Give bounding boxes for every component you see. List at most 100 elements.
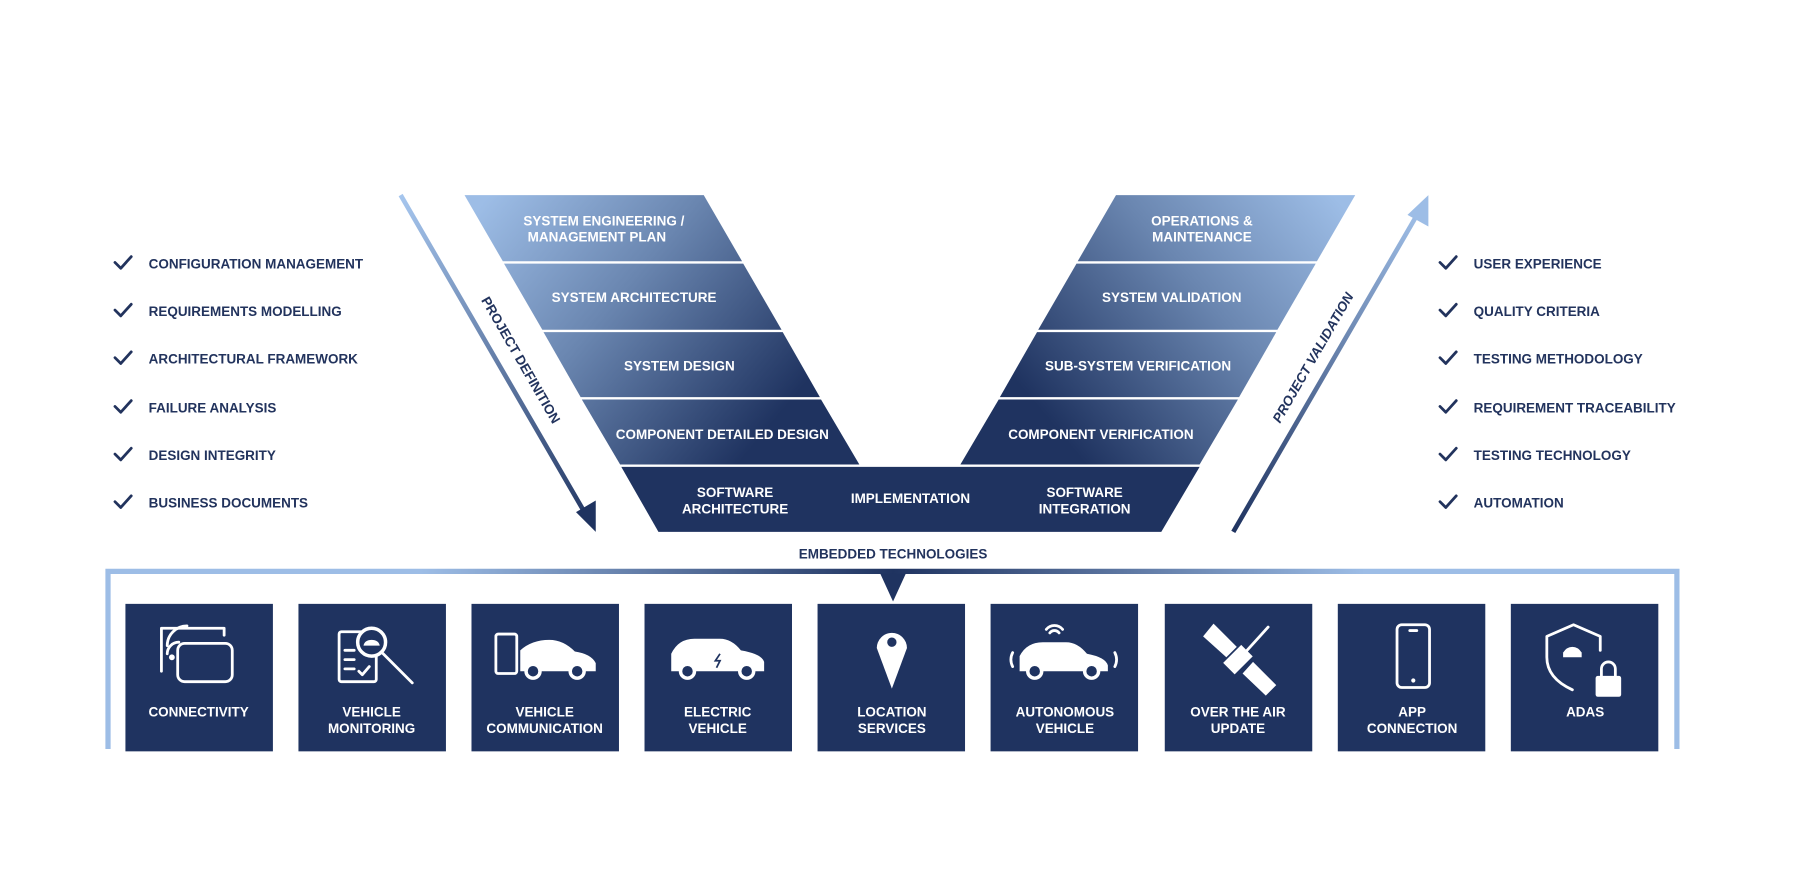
svg-text:VEHICLE: VEHICLE [515, 705, 573, 720]
svg-text:DESIGN INTEGRITY: DESIGN INTEGRITY [149, 448, 276, 463]
check-icon [113, 494, 133, 509]
arrowhead-icon [576, 500, 596, 532]
connectivity-icon [160, 624, 234, 684]
tile-over-the-air-update[interactable]: OVER THE AIR UPDATE [1164, 603, 1313, 752]
svg-text:CONNECTIVITY: CONNECTIVITY [148, 705, 248, 720]
phase-system-engineering [464, 195, 743, 262]
tile-app-connection[interactable]: APP CONNECTION [1337, 603, 1486, 752]
phase-system-architecture [504, 263, 782, 330]
svg-text:SERVICES: SERVICES [858, 721, 926, 736]
phase-sub-system-verification [999, 332, 1277, 398]
autonomous-vehicle-icon [1009, 624, 1118, 680]
embedded-tiles: CONNECTIVITY VEHICLE MONITORING [125, 603, 1659, 752]
satellite-icon [1203, 623, 1277, 696]
svg-text:APP: APP [1398, 705, 1426, 720]
v-left-phases: SYSTEM ENGINEERING / MANAGEMENT PLAN SYS… [464, 195, 860, 465]
svg-text:SOFTWARE: SOFTWARE [697, 485, 773, 500]
tile-location-services[interactable]: LOCATION SERVICES [817, 603, 966, 752]
svg-text:USER EXPERIENCE: USER EXPERIENCE [1474, 256, 1602, 271]
checklist-item: ARCHITECTURAL FRAMEWORK [113, 350, 359, 366]
shield-lock-icon [1545, 623, 1622, 697]
checklist-item: DESIGN INTEGRITY [113, 446, 276, 463]
svg-text:SYSTEM ARCHITECTURE: SYSTEM ARCHITECTURE [552, 290, 717, 305]
svg-text:REQUIREMENTS MODELLING: REQUIREMENTS MODELLING [149, 304, 342, 319]
checklist-item: REQUIREMENTS MODELLING [113, 302, 342, 319]
right-checklist: USER EXPERIENCE QUALITY CRITERIA TESTING… [1438, 255, 1676, 510]
checklist-item: REQUIREMENT TRACEABILITY [1438, 399, 1676, 415]
svg-text:SYSTEM DESIGN: SYSTEM DESIGN [624, 358, 735, 373]
vehicle-communication-icon [494, 632, 596, 680]
checklist-item: QUALITY CRITERIA [1438, 302, 1600, 319]
embedded-technologies-bracket: EMBEDDED TECHNOLOGIES [105, 547, 1680, 750]
svg-text:QUALITY CRITERIA: QUALITY CRITERIA [1474, 304, 1600, 319]
check-icon [1438, 350, 1458, 365]
svg-text:BUSINESS DOCUMENTS: BUSINESS DOCUMENTS [149, 495, 308, 510]
svg-text:IMPLEMENTATION: IMPLEMENTATION [851, 491, 970, 506]
svg-text:ARCHITECTURE: ARCHITECTURE [682, 501, 788, 516]
svg-text:VEHICLE: VEHICLE [1036, 721, 1094, 736]
svg-text:ELECTRIC: ELECTRIC [684, 705, 752, 720]
svg-text:SYSTEM VALIDATION: SYSTEM VALIDATION [1102, 290, 1241, 305]
tile-vehicle-monitoring[interactable]: VEHICLE MONITORING [298, 603, 446, 752]
tile-adas[interactable]: ADAS [1510, 603, 1659, 752]
svg-text:SOFTWARE: SOFTWARE [1046, 485, 1122, 500]
vehicle-monitoring-icon [337, 626, 414, 685]
svg-text:COMMUNICATION: COMMUNICATION [486, 721, 602, 736]
phase-component-verification [960, 399, 1238, 465]
svg-text:SUB-SYSTEM VERIFICATION: SUB-SYSTEM VERIFICATION [1045, 358, 1231, 373]
check-icon [113, 302, 133, 318]
svg-text:SYSTEM ENGINEERING /: SYSTEM ENGINEERING / [523, 213, 684, 228]
svg-text:INTEGRATION: INTEGRATION [1039, 501, 1131, 516]
svg-text:VEHICLE: VEHICLE [342, 705, 400, 720]
phase-system-design [543, 332, 820, 398]
checklist-item: TESTING TECHNOLOGY [1438, 446, 1631, 463]
svg-text:REQUIREMENT TRACEABILITY: REQUIREMENT TRACEABILITY [1474, 400, 1676, 415]
arrowhead-icon [1407, 195, 1429, 227]
electric-vehicle-icon [671, 638, 765, 680]
tile-autonomous-vehicle[interactable]: AUTONOMOUS VEHICLE [990, 603, 1139, 752]
svg-text:TESTING METHODOLOGY: TESTING METHODOLOGY [1474, 351, 1643, 366]
smartphone-icon [1395, 623, 1431, 689]
check-icon [1438, 302, 1458, 318]
check-icon [1438, 399, 1458, 414]
svg-text:AUTONOMOUS: AUTONOMOUS [1016, 705, 1115, 720]
svg-text:OVER THE AIR: OVER THE AIR [1190, 705, 1286, 720]
svg-text:OPERATIONS &: OPERATIONS & [1151, 213, 1253, 228]
tile-connectivity[interactable]: CONNECTIVITY [125, 603, 273, 752]
checklist-item: USER EXPERIENCE [1438, 255, 1602, 271]
svg-text:MANAGEMENT PLAN: MANAGEMENT PLAN [528, 230, 666, 245]
checklist-item: BUSINESS DOCUMENTS [113, 494, 308, 510]
svg-text:ADAS: ADAS [1566, 705, 1604, 720]
phase-operations-maintenance [1077, 195, 1356, 262]
v-bottom-phase: SOFTWARE ARCHITECTURE IMPLEMENTATION SOF… [621, 466, 1200, 532]
v-right-phases: OPERATIONS & MAINTENANCE SYSTEM VALIDATI… [960, 195, 1356, 465]
pointer-icon [880, 573, 906, 602]
checklist-item: FAILURE ANALYSIS [113, 399, 277, 415]
svg-text:MAINTENANCE: MAINTENANCE [1152, 230, 1252, 245]
check-icon [113, 399, 133, 414]
svg-text:TESTING TECHNOLOGY: TESTING TECHNOLOGY [1474, 448, 1631, 463]
svg-text:LOCATION: LOCATION [857, 705, 926, 720]
tile-electric-vehicle[interactable]: ELECTRIC VEHICLE [644, 603, 793, 752]
phase-system-validation [1038, 263, 1316, 330]
svg-text:AUTOMATION: AUTOMATION [1474, 495, 1564, 510]
svg-text:FAILURE ANALYSIS: FAILURE ANALYSIS [149, 400, 277, 415]
check-icon [1438, 494, 1458, 509]
tile-vehicle-communication[interactable]: VEHICLE COMMUNICATION [471, 603, 619, 752]
checklist-item: AUTOMATION [1438, 494, 1564, 510]
svg-text:COMPONENT DETAILED DESIGN: COMPONENT DETAILED DESIGN [616, 427, 829, 442]
left-checklist: CONFIGURATION MANAGEMENT REQUIREMENTS MO… [113, 255, 364, 510]
checklist-item: TESTING METHODOLOGY [1438, 350, 1643, 366]
svg-text:ARCHITECTURAL FRAMEWORK: ARCHITECTURAL FRAMEWORK [149, 351, 359, 366]
svg-text:CONFIGURATION MANAGEMENT: CONFIGURATION MANAGEMENT [149, 256, 364, 271]
svg-text:UPDATE: UPDATE [1211, 721, 1265, 736]
svg-text:VEHICLE: VEHICLE [688, 721, 746, 736]
check-icon [113, 446, 133, 462]
checklist-item: CONFIGURATION MANAGEMENT [113, 255, 364, 271]
check-icon [1438, 446, 1458, 462]
svg-text:MONITORING: MONITORING [328, 721, 415, 736]
embedded-title: EMBEDDED TECHNOLOGIES [799, 547, 988, 562]
check-icon [113, 350, 133, 365]
svg-text:CONNECTION: CONNECTION [1367, 721, 1458, 736]
